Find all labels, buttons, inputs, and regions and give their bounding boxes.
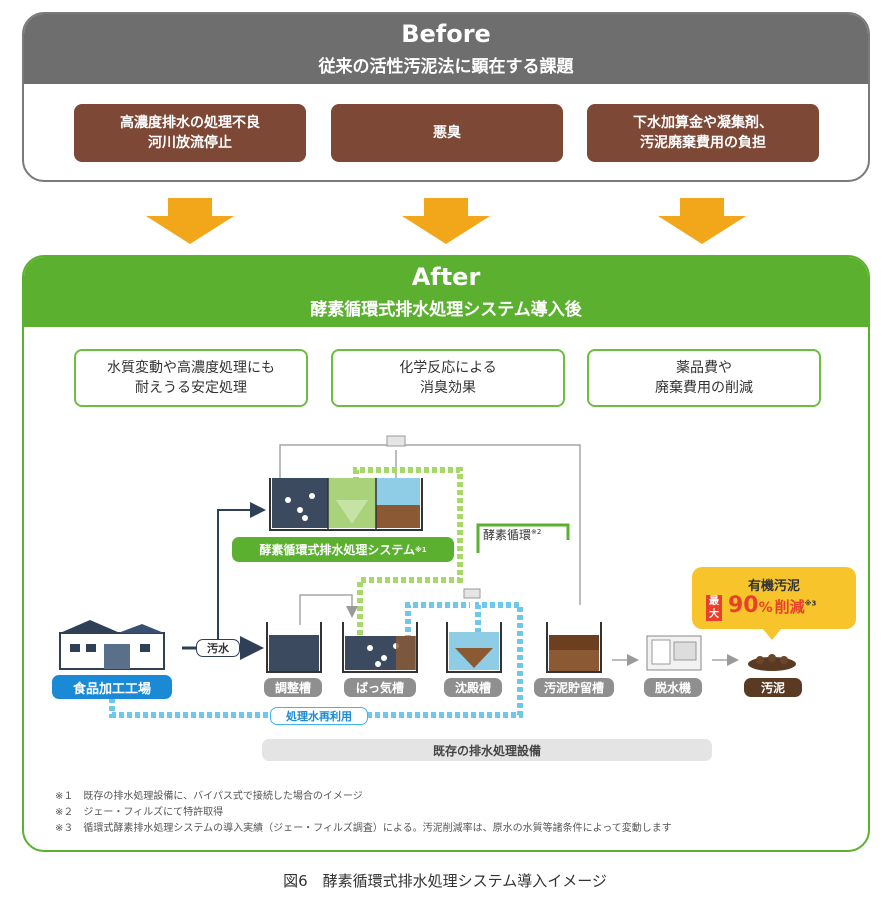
system-note: ※1 xyxy=(414,545,427,554)
factory-icon xyxy=(59,620,165,670)
system-label: 酵素循環式排水処理システム※1 xyxy=(232,537,454,562)
issue-card: 悪臭 xyxy=(331,104,563,162)
before-subtitle: 従来の活性汚泥法に顕在する課題 xyxy=(318,57,574,77)
benefit-card: 水質変動や高濃度処理にも 耐えうる安定処理 xyxy=(74,349,308,407)
after-subtitle: 酵素循環式排水処理システム導入後 xyxy=(310,300,582,320)
down-arrow-icon xyxy=(658,198,746,244)
figure-caption: 図6 酵素循環式排水処理システム導入イメージ xyxy=(283,872,607,890)
tank-adjust xyxy=(266,622,322,673)
sludge-pile-icon xyxy=(748,654,796,671)
sludge-label: 汚泥 xyxy=(744,678,802,697)
after-title: After xyxy=(411,263,481,291)
benefit-card: 薬品費や 廃棄費用の削減 xyxy=(587,349,821,407)
callout-number: 90 xyxy=(728,593,759,618)
existing-facility-label: 既存の排水処理設備 xyxy=(262,739,712,761)
wastewater-label: 汚水 xyxy=(196,639,240,657)
after-header: After 酵素循環式排水処理システム導入後 xyxy=(24,257,868,327)
down-arrow-icon xyxy=(146,198,234,244)
dewatering-machine-icon xyxy=(646,635,702,671)
callout-text: 削減 xyxy=(774,598,805,616)
enzyme-note: ※2 xyxy=(531,528,542,536)
tank-aeration xyxy=(342,622,418,673)
issue-card: 高濃度排水の処理不良 河川放流停止 xyxy=(74,104,306,162)
callout-badge-top: 最 xyxy=(709,596,719,607)
callout-title: 有機汚泥 xyxy=(747,579,800,594)
tank-label: 脱水機 xyxy=(644,678,702,697)
before-title: Before xyxy=(401,20,491,48)
footnote: ※１ 既存の排水処理設備に、バイパス式で接続した場合のイメージ xyxy=(55,791,363,802)
benefit-card: 化学反応による 消臭効果 xyxy=(331,349,565,407)
issue-card: 下水加算金や凝集剤、 汚泥廃棄費用の負担 xyxy=(587,104,819,162)
tank-label: ばっ気槽 xyxy=(344,678,416,697)
tank-label: 沈殿槽 xyxy=(444,678,502,697)
footnote: ※２ ジェー・フィルズにて特許取得 xyxy=(55,807,224,818)
enzyme-cycle-text: 酵素循環 xyxy=(483,528,532,542)
valve-icon xyxy=(463,588,481,599)
valve-icon xyxy=(386,435,406,447)
system-label-text: 酵素循環式排水処理システム xyxy=(259,543,415,557)
callout-unit: % xyxy=(758,600,773,616)
factory-label: 食品加工工場 xyxy=(52,675,172,699)
tank-label: 汚泥貯留槽 xyxy=(534,678,614,697)
callout-pointer xyxy=(762,628,782,640)
footnote: ※３ 循環式酵素排水処理システムの導入実績（ジェー・フィルズ調査）による。汚泥削… xyxy=(55,823,672,834)
callout-value: 90%削減※3 xyxy=(728,593,816,618)
before-panel: Before 従来の活性汚泥法に顕在する課題 高濃度排水の処理不良 河川放流停止… xyxy=(22,12,870,182)
callout-note: ※3 xyxy=(804,599,817,608)
enzyme-cycle-label: 酵素循環※2 xyxy=(483,526,541,543)
reuse-label: 処理水再利用 xyxy=(270,707,368,725)
callout-badge: 最 大 xyxy=(706,595,722,621)
tank-label: 調整槽 xyxy=(264,678,322,697)
enzyme-tank-group xyxy=(269,478,423,531)
before-header: Before 従来の活性汚泥法に顕在する課題 xyxy=(24,14,868,84)
sludge-reduction-callout: 有機汚泥 最 大 90%削減※3 xyxy=(692,567,856,629)
callout-badge-bottom: 大 xyxy=(709,609,719,620)
down-arrow-icon xyxy=(402,198,490,244)
tank-settling xyxy=(446,622,502,673)
tank-sludge-storage xyxy=(546,622,602,673)
